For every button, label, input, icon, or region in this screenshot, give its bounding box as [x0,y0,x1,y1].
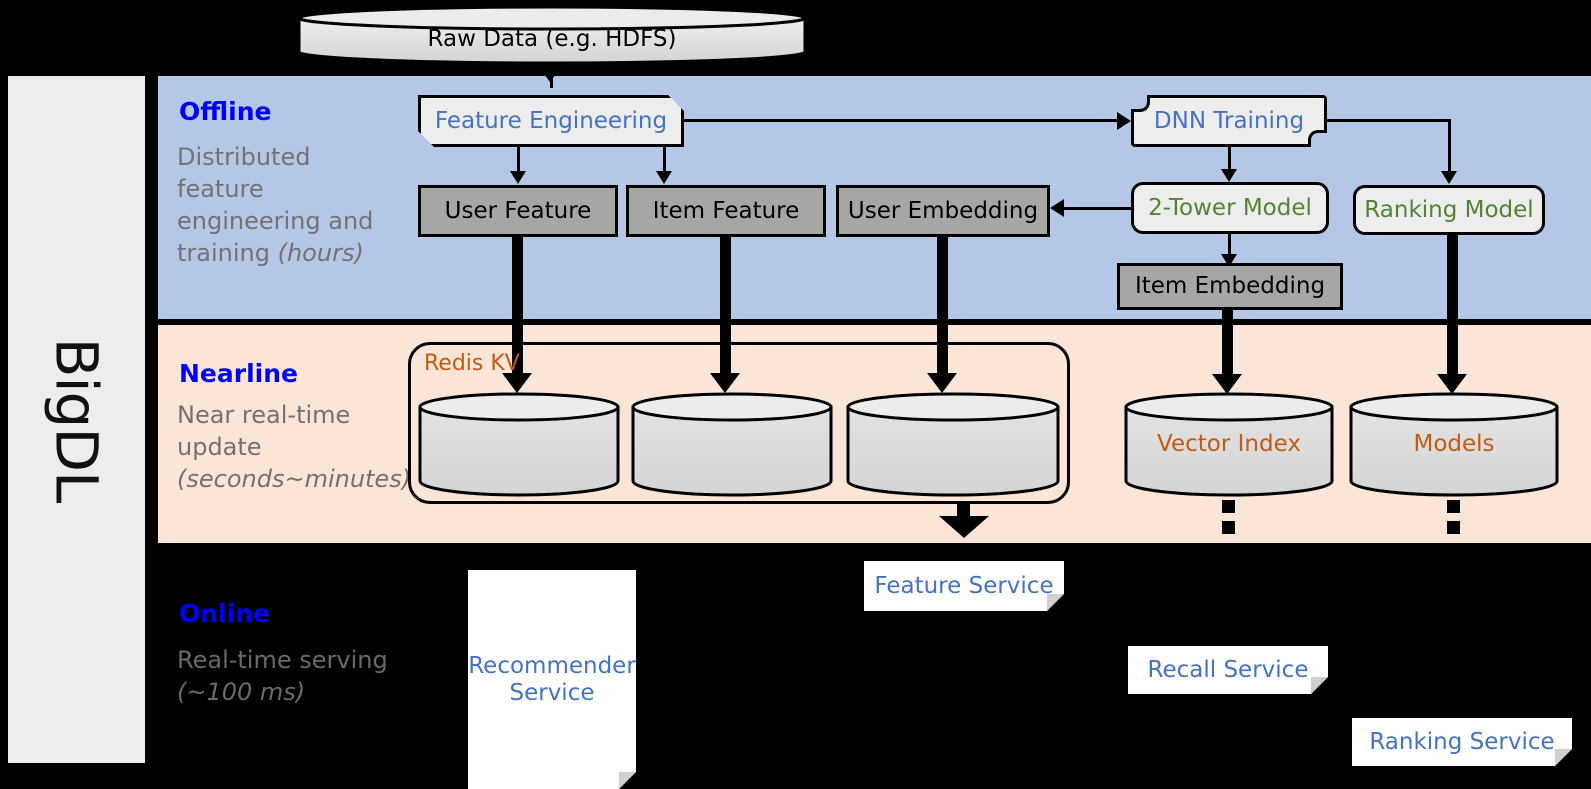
pipe-userembedding-to-store [937,237,948,377]
band-desc-offline-italic: (hours) [277,238,364,267]
pipe-itemembedding-arrowhead [1212,374,1242,394]
node-feature-engineering[interactable]: Feature Engineering [418,95,684,147]
edge-dnn-to-ranking-arrowhead [1441,171,1457,184]
pipe-ranking-arrowhead [1437,374,1467,394]
edge-twotower-to-itemembedding [1228,234,1231,258]
node-feature-service-label: Feature Service [874,572,1054,599]
redis-kv-container [408,342,1070,504]
pipe-store-to-featureservice-stub [957,504,970,518]
node-ranking-service[interactable]: Ranking Service [1352,718,1572,766]
pipe-ranking-to-models [1447,235,1458,378]
redis-kv-label: Redis KV [424,351,520,376]
band-desc-nearline-italic: (seconds~minutes) [177,464,412,493]
node-feature-engineering-label: Feature Engineering [434,107,668,134]
node-user-embedding-label: User Embedding [847,197,1039,224]
store-user-feature-cylinder[interactable] [417,391,621,498]
edge-twotower-to-userembedding [1064,207,1132,210]
pipe-store-to-featureservice-arrowhead [939,516,989,538]
edge-fe-to-userfeature [517,147,520,173]
pipe-userfeature-to-store [512,237,523,377]
band-desc-online-italic: (~100 ms) [177,677,306,706]
node-recommender-service-label: Recommender Service [468,653,636,706]
edge-fe-to-userfeature-arrowhead [510,171,526,184]
band-desc-nearline: Near real-time update (seconds~minutes) [177,400,411,496]
raw-data-cylinder: Raw Data (e.g. HDFS) [296,4,808,66]
pipe-itemembedding-to-vectorindex [1222,310,1233,378]
edge-fe-to-dnn-arrowhead [1117,112,1131,130]
pipe-models-dot-1 [1447,500,1460,513]
bigdl-label: BigDL [42,337,111,502]
node-two-tower-model-label: 2-Tower Model [1148,194,1312,221]
node-feature-service[interactable]: Feature Service [864,561,1064,611]
edge-rawdata-to-fe-arrowhead [535,62,565,82]
vector-index-cylinder[interactable]: Vector Index [1123,391,1335,498]
band-title-offline: Offline [179,97,272,126]
band-desc-offline-main: Distributed feature engineering and trai… [177,143,374,267]
pipe-userembedding-arrowhead [927,373,957,393]
edge-dnn-to-twotower [1228,147,1231,171]
pipe-vectorindex-dot-1 [1222,500,1235,513]
pipe-userfeature-arrowhead [502,373,532,393]
node-dnn-training-label: DNN Training [1153,107,1305,134]
band-desc-online: Real-time serving (~100 ms) [177,645,397,709]
pipe-models-dot-2 [1447,521,1460,534]
node-ranking-model[interactable]: Ranking Model [1353,185,1545,235]
edge-dnn-to-ranking-v [1448,119,1451,173]
edge-fe-to-itemfeature [663,147,666,173]
pipe-itemfeature-arrowhead [710,373,740,393]
node-recall-service[interactable]: Recall Service [1128,646,1328,694]
node-item-feature-label: Item Feature [652,197,800,224]
band-desc-online-main: Real-time serving [177,646,388,674]
edge-dnn-to-ranking-h [1327,119,1451,122]
store-user-embedding-cylinder[interactable] [845,391,1061,498]
models-cylinder[interactable]: Models [1348,391,1560,498]
band-desc-offline: Distributed feature engineering and trai… [177,142,397,270]
store-item-feature-cylinder[interactable] [630,391,834,498]
bigdl-sidebar: BigDL [8,76,145,763]
node-dnn-training[interactable]: DNN Training [1131,95,1327,147]
node-recall-service-label: Recall Service [1147,656,1309,683]
edge-twotower-to-userembedding-arrowhead [1050,199,1064,217]
node-user-embedding[interactable]: User Embedding [836,185,1050,237]
node-ranking-model-label: Ranking Model [1364,196,1534,223]
band-title-online: Online [179,599,270,628]
node-user-feature-label: User Feature [444,197,592,224]
node-user-feature[interactable]: User Feature [418,185,618,237]
node-item-embedding-label: Item Embedding [1134,273,1326,300]
edge-dnn-to-twotower-arrowhead [1221,169,1237,182]
band-desc-nearline-main: Near real-time update [177,401,351,461]
band-title-nearline: Nearline [179,359,298,388]
node-item-embedding[interactable]: Item Embedding [1117,263,1343,310]
node-item-feature[interactable]: Item Feature [626,185,826,237]
node-two-tower-model[interactable]: 2-Tower Model [1131,182,1329,234]
edge-fe-to-itemfeature-arrowhead [656,171,672,184]
node-recommender-service[interactable]: Recommender Service [468,570,636,789]
edge-fe-to-dnn [684,119,1117,122]
pipe-vectorindex-dot-2 [1222,521,1235,534]
node-ranking-service-label: Ranking Service [1369,728,1555,755]
pipe-itemfeature-to-store [720,237,731,377]
